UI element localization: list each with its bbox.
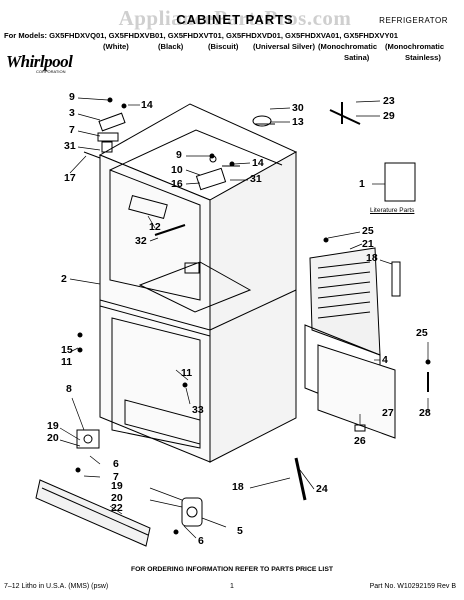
ordering-note: FOR ORDERING INFORMATION REFER TO PARTS … (130, 566, 334, 573)
callout-18: 18 (366, 252, 378, 264)
callout-21: 21 (362, 238, 374, 250)
color-universal-silver: (Universal Silver) (253, 42, 316, 51)
page-title: CABINET PARTS (176, 12, 294, 27)
cabinet-shell (98, 103, 298, 463)
callout-1: 1 (359, 178, 365, 190)
part-8-hinge-left (76, 429, 100, 449)
callout-28: 28 (419, 407, 431, 419)
screws (75, 97, 431, 535)
light-housing (184, 262, 200, 274)
callout-31b: 31 (250, 173, 262, 185)
callout-27: 27 (382, 407, 394, 419)
page-number: 1 (230, 583, 234, 590)
watermark: AppliancePartsPros.com (118, 6, 352, 30)
callout-20b: 20 (111, 492, 123, 504)
callout-12: 12 (149, 221, 161, 233)
top-left-hinge (83, 112, 126, 159)
color-stainless-cont: Stainless) (405, 53, 441, 62)
callout-20: 20 (47, 432, 59, 444)
callout-13: 13 (292, 116, 304, 128)
callout-23: 23 (383, 95, 395, 107)
callout-3: 3 (69, 107, 75, 119)
part-7-roller-bottom (181, 497, 203, 527)
part-number: Part No. W10292159 Rev B (369, 583, 456, 590)
part-18-bracket (391, 261, 401, 297)
callout-22: 22 (111, 502, 123, 514)
color-biscuit: (Biscuit) (208, 42, 239, 51)
top-center-hinge (195, 155, 240, 191)
callout-30: 30 (292, 102, 304, 114)
callout-7b: 7 (113, 471, 119, 483)
part-12 (128, 194, 168, 220)
part-24 (294, 457, 307, 501)
part-21-back-panel (309, 247, 381, 356)
models-line: For Models: GX5FHDXVQ01, GX5FHDXVB01, GX… (4, 31, 399, 40)
color-white: (White) (103, 42, 129, 51)
callout-14b: 14 (252, 157, 264, 169)
callout-25: 25 (362, 225, 374, 237)
callout-18b: 18 (232, 481, 244, 493)
color-satina-cont: Satina) (344, 53, 370, 62)
callout-33: 33 (192, 404, 204, 416)
litho-info: 7–12 Litho in U.S.A. (MMS) (psw) (4, 583, 109, 590)
callout-7: 7 (69, 124, 75, 136)
callout-15: 15 (61, 344, 73, 356)
color-monochromatic-stainless: (Monochromatic (385, 42, 445, 51)
callout-19b: 19 (111, 480, 123, 492)
part-22-base-grille (35, 479, 151, 547)
callout-9: 9 (69, 91, 75, 103)
part-30-13 (252, 115, 275, 127)
callout-25b: 25 (416, 327, 428, 339)
callout-4: 4 (382, 354, 388, 366)
callout-14: 14 (141, 99, 153, 111)
callout-24: 24 (316, 483, 328, 495)
callout-2: 2 (61, 273, 67, 285)
callout-5: 5 (237, 525, 243, 537)
brand-logo: Whirlpool CORPORATION (6, 52, 73, 74)
callout-32: 32 (135, 235, 147, 247)
callout-31: 31 (64, 140, 76, 152)
callout-29: 29 (383, 110, 395, 122)
callout-6: 6 (113, 458, 119, 470)
category-label: REFRIGERATOR (379, 16, 448, 25)
leader-lines (59, 97, 429, 539)
callout-6b: 6 (198, 535, 204, 547)
brand-sub: CORPORATION (36, 69, 66, 74)
callout-16: 16 (171, 178, 183, 190)
color-monochromatic-satina: (Monochromatic (318, 42, 378, 51)
callout-26: 26 (354, 435, 366, 447)
part-26-panel (317, 344, 396, 439)
callout-9b: 9 (176, 149, 182, 161)
part-23-29 (329, 102, 361, 125)
literature-parts-label: Literature Parts (370, 207, 415, 214)
color-black: (Black) (158, 42, 184, 51)
callout-11b: 11 (181, 367, 193, 379)
callout-17: 17 (64, 172, 76, 184)
callout-8: 8 (66, 383, 72, 395)
brand-name: Whirlpool (6, 52, 73, 71)
callout-10: 10 (171, 164, 183, 176)
callout-19: 19 (47, 420, 59, 432)
callout-11: 11 (61, 356, 73, 368)
part-1-literature (384, 162, 416, 202)
part-32 (154, 224, 186, 236)
